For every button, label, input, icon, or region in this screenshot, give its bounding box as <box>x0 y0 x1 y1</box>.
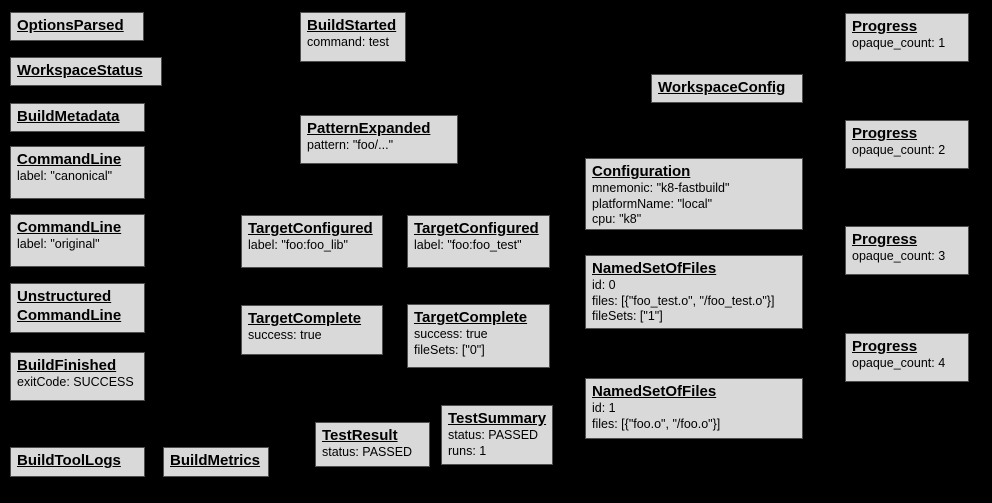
box-field-line: opaque_count: 4 <box>852 356 946 370</box>
event-box-target-complete-foo-test: TargetComplete success: true fileSets: [… <box>407 304 550 368</box>
box-title: WorkspaceStatus <box>17 62 143 79</box>
box-field-line: success: true <box>248 328 322 342</box>
event-box-workspace-status: WorkspaceStatus <box>10 57 162 86</box>
box-title: BuildToolLogs <box>17 452 121 469</box>
box-field-line: files: [{"foo_test.o", "/foo_test.o"}] <box>592 293 775 308</box>
box-title: NamedSetOfFiles <box>592 383 717 400</box>
box-field-line: runs: 1 <box>448 443 487 458</box>
event-box-configuration: Configuration mnemonic: "k8-fastbuild" p… <box>585 158 803 230</box>
event-box-test-summary: TestSummary status: PASSED runs: 1 <box>441 405 553 465</box>
box-field-line: label: "canonical" <box>17 169 113 183</box>
box-title: BuildMetrics <box>170 452 261 469</box>
event-box-command-line-original: CommandLine label: "original" <box>10 214 145 267</box>
box-field-line: opaque_count: 3 <box>852 249 946 263</box>
event-box-named-set-of-files-1: NamedSetOfFiles id: 1 files: [{"foo.o", … <box>585 378 803 439</box>
box-title: CommandLine <box>17 151 122 168</box>
box-field-line: id: 0 <box>592 278 616 292</box>
box-field-line: fileSets: ["0"] <box>414 342 485 357</box>
event-box-build-started: BuildStarted command: test <box>300 12 406 62</box>
box-field-line: success: true <box>414 327 488 341</box>
box-title: Progress <box>852 231 918 248</box>
box-field-line: command: test <box>307 35 389 49</box>
event-box-build-metrics: BuildMetrics <box>163 447 269 477</box>
box-title: PatternExpanded <box>307 120 431 137</box>
event-box-progress-1: Progress opaque_count: 1 <box>845 13 969 62</box>
box-title: OptionsParsed <box>17 17 124 34</box>
box-title: BuildStarted <box>307 17 397 34</box>
box-field-line: platformName: "local" <box>592 196 713 211</box>
box-title: Progress <box>852 338 918 355</box>
event-box-progress-2: Progress opaque_count: 2 <box>845 120 969 169</box>
box-field-line: fileSets: ["1"] <box>592 309 663 323</box>
event-box-progress-4: Progress opaque_count: 4 <box>845 333 969 382</box>
box-title: TargetComplete <box>248 310 362 327</box>
event-box-named-set-of-files-0: NamedSetOfFiles id: 0 files: [{"foo_test… <box>585 255 803 329</box>
box-field-line: label: "original" <box>17 237 100 251</box>
box-title: CommandLine <box>17 219 122 236</box>
box-title: TargetConfigured <box>414 220 539 237</box>
box-field-line: id: 1 <box>592 401 616 415</box>
box-title: Progress <box>852 125 918 142</box>
box-field-line: label: "foo:foo_lib" <box>248 238 348 252</box>
box-title: TestResult <box>322 427 398 444</box>
event-box-pattern-expanded: PatternExpanded pattern: "foo/..." <box>300 115 458 164</box>
box-title: Unstructured CommandLine <box>17 288 122 324</box>
event-box-options-parsed: OptionsParsed <box>10 12 144 41</box>
event-box-target-configured-foo-lib: TargetConfigured label: "foo:foo_lib" <box>241 215 383 268</box>
box-field-line: mnemonic: "k8-fastbuild" <box>592 181 730 195</box>
box-title: WorkspaceConfig <box>658 79 786 96</box>
event-box-build-finished: BuildFinished exitCode: SUCCESS <box>10 352 145 401</box>
box-field-line: pattern: "foo/..." <box>307 138 394 152</box>
event-box-build-metadata: BuildMetadata <box>10 103 145 132</box>
event-box-workspace-config: WorkspaceConfig <box>651 74 803 103</box>
event-box-build-tool-logs: BuildToolLogs <box>10 447 145 477</box>
box-title: TestSummary <box>448 410 547 427</box>
box-title: Configuration <box>592 163 691 180</box>
box-field-line: files: [{"foo.o", "/foo.o"}] <box>592 416 721 431</box>
event-box-command-line-canonical: CommandLine label: "canonical" <box>10 146 145 199</box>
box-field-line: opaque_count: 1 <box>852 36 946 50</box>
event-box-target-configured-foo-test: TargetConfigured label: "foo:foo_test" <box>407 215 550 268</box>
box-field-line: label: "foo:foo_test" <box>414 238 522 252</box>
box-title: TargetComplete <box>414 309 528 326</box>
box-field-line: opaque_count: 2 <box>852 143 946 157</box>
event-box-progress-3: Progress opaque_count: 3 <box>845 226 969 275</box>
event-box-unstructured-command-line: Unstructured CommandLine <box>10 283 145 333</box>
box-title: BuildFinished <box>17 357 117 374</box>
box-title: BuildMetadata <box>17 108 120 125</box>
event-box-target-complete-foo-lib: TargetComplete success: true <box>241 305 383 355</box>
box-title: Progress <box>852 18 918 35</box>
box-field-line: exitCode: SUCCESS <box>17 375 134 389</box>
box-field-line: status: PASSED <box>322 445 413 459</box>
box-title: TargetConfigured <box>248 220 373 237</box>
box-title: NamedSetOfFiles <box>592 260 717 277</box>
box-field-line: cpu: "k8" <box>592 212 642 226</box>
box-field-line: status: PASSED <box>448 428 539 442</box>
event-box-test-result: TestResult status: PASSED <box>315 422 430 467</box>
